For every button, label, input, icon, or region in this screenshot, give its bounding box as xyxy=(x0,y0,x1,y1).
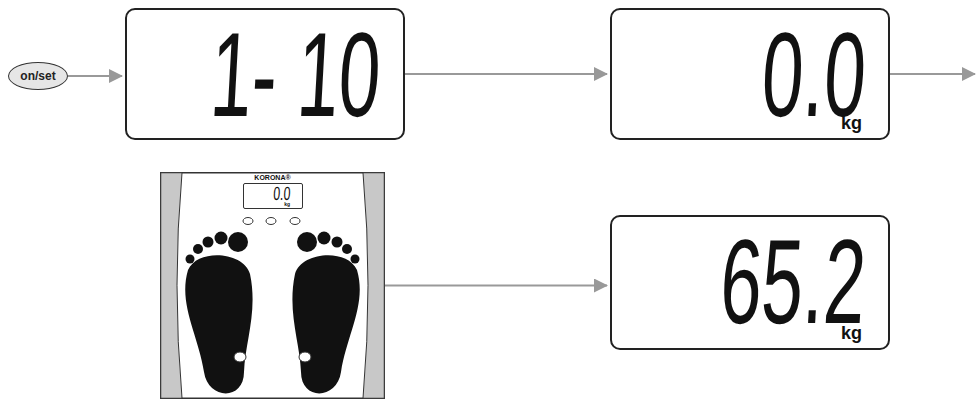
scale-button xyxy=(266,218,276,225)
flow-arrow xyxy=(68,75,122,77)
flow-arrow xyxy=(385,285,607,287)
unit-label: kg xyxy=(841,114,862,132)
left-foot xyxy=(185,232,252,394)
scale-mini-display: 0.0kg xyxy=(243,183,303,209)
scale-frame xyxy=(161,173,385,399)
lcd-display: 0.0kg xyxy=(610,8,890,140)
button-label: on/set xyxy=(20,70,55,82)
lcd-display: 1- 10 xyxy=(125,8,405,140)
brand-label: KORONA® xyxy=(160,174,385,181)
continue-arrow xyxy=(890,73,975,75)
display-reading: 1- 10 xyxy=(208,14,384,134)
unit-label: kg xyxy=(841,324,862,342)
bathroom-scale: KORONA® 0.0kg xyxy=(160,172,385,399)
display-reading: 65.2 xyxy=(718,221,869,341)
flow-arrow xyxy=(405,73,607,75)
unit-label: kg xyxy=(284,202,290,207)
right-foot xyxy=(292,232,359,394)
scale-grip xyxy=(161,173,182,399)
power-button: on/set xyxy=(8,62,68,90)
scale-button xyxy=(290,218,300,225)
lcd-display: 65.2kg xyxy=(610,215,890,350)
scale-button xyxy=(243,218,253,225)
scale-grip xyxy=(363,173,384,399)
display-reading: 0.0 xyxy=(272,184,290,203)
